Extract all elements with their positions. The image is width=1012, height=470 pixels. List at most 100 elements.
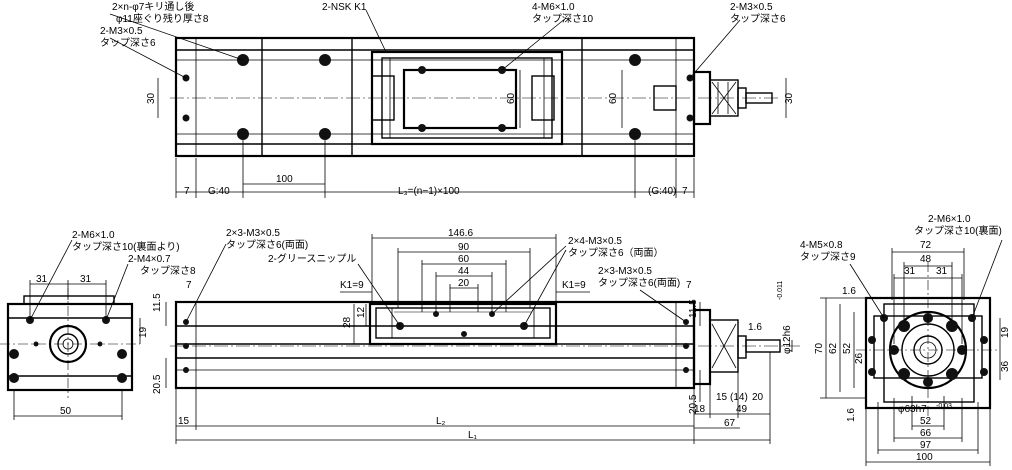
side-dim-7-right: 7 (686, 280, 692, 291)
left-dim-31-a: 31 (36, 274, 48, 285)
right-dim-72: 72 (920, 240, 932, 251)
right-dim-66: 66 (920, 428, 932, 439)
side-dim-115-right: 11.5 (688, 299, 699, 318)
left-note-m4-2: タップ深さ8 (140, 265, 196, 277)
top-note-right-1: 2-M3×0.5 (730, 2, 773, 13)
side-dim-49: 49 (736, 404, 748, 415)
right-dim-52-h: 52 (920, 416, 932, 427)
side-dim-90: 90 (458, 242, 470, 253)
side-dim-l2: L₂ (436, 416, 446, 427)
bolt-hole (957, 345, 967, 355)
side-note-m3-1: 2×3-M3×0.5 (226, 228, 280, 239)
side-dim-20b: 20 (752, 392, 764, 403)
side-dim-15-left: 15 (178, 416, 190, 427)
bolt-hole (237, 128, 249, 140)
left-end-view (0, 239, 141, 420)
right-dim-16-b: 1.6 (846, 408, 857, 422)
left-note-m4-1: 2-M4×0.7 (128, 254, 171, 265)
right-dim-36: 36 (1000, 360, 1011, 372)
side-dim-28: 28 (342, 316, 353, 328)
right-dim-48: 48 (920, 254, 932, 265)
side-dim-16: 1.6 (748, 322, 762, 333)
side-note-m3c-2: タップ深さ6(両面) (598, 277, 680, 289)
side-view (165, 234, 800, 444)
bolt-hole (898, 368, 910, 380)
right-note-m6-2: タップ深さ10(裏面) (914, 224, 1002, 237)
right-dim-52-v: 52 (842, 342, 853, 354)
side-note-m3c-1: 2×3-M3×0.5 (598, 266, 652, 277)
top-dim-30-right: 30 (784, 92, 795, 104)
bolt-hole (923, 377, 933, 387)
right-dim-h7: φ63h7 (898, 404, 927, 415)
side-dim-67: 67 (724, 418, 736, 429)
left-dim-19: 19 (138, 326, 149, 338)
side-dim-12: 12 (356, 306, 367, 318)
bolt-hole (117, 349, 127, 359)
side-carriage (368, 302, 558, 346)
left-end-body (6, 302, 134, 392)
tap-hole (183, 367, 189, 373)
top-note-right-2: タップ深さ6 (730, 13, 786, 25)
tap-hole (980, 368, 988, 376)
left-dim-31-b: 31 (80, 274, 92, 285)
top-note-m6-2: タップ深さ10 (532, 13, 594, 25)
side-dim-l1: L₁ (468, 430, 478, 441)
right-dim-31-a: 31 (904, 266, 916, 277)
bolt-hole (117, 373, 127, 383)
top-dim-30-left: 30 (146, 92, 157, 104)
right-note-m5-1: 4-M5×0.8 (800, 240, 843, 251)
right-dim-70: 70 (814, 342, 825, 354)
top-dim-7-right: 7 (682, 186, 688, 197)
side-dim-44: 44 (458, 266, 470, 277)
top-note-holes-1: 2×n-φ7キリ通し後 (112, 0, 194, 13)
side-note-m3-2: タップ深さ6(両面) (226, 239, 308, 251)
bolt-hole (898, 320, 910, 332)
side-dim-shaft: φ12h6 (782, 325, 793, 354)
right-dim-100: 100 (916, 452, 933, 463)
top-dim-g40-paren: (G:40) (648, 186, 676, 197)
top-dim-60-b: 60 (608, 92, 619, 104)
right-dim-97: 97 (920, 440, 932, 451)
side-dim-k1-left: K1=9 (340, 280, 364, 291)
top-dim-g40: G:40 (208, 186, 230, 197)
right-note-m6-1: 2-M6×1.0 (928, 214, 971, 225)
left-dim-50: 50 (60, 406, 72, 417)
tap-hole (683, 367, 689, 373)
tap-hole (686, 114, 694, 122)
left-note-m6-1: 2-M6×1.0 (72, 230, 115, 241)
tap-hole (183, 343, 189, 349)
top-note-left-2: タップ深さ6 (100, 37, 156, 49)
side-dim-205-left: 20.5 (152, 374, 163, 394)
right-dim-62: 62 (828, 342, 839, 354)
tap-hole (868, 336, 876, 344)
right-dim-16-a: 1.6 (842, 286, 856, 297)
tap-hole (868, 368, 876, 376)
right-note-m5-2: タップ深さ9 (800, 251, 856, 263)
tap-hole (498, 124, 506, 132)
top-dim-l3: L₃=(n−1)×100 (398, 186, 460, 197)
bolt-hole (319, 128, 331, 140)
top-dim-7-left: 7 (184, 186, 190, 197)
right-dim-h7-tol: -0.03 (936, 403, 952, 410)
bolt-hole (9, 373, 19, 383)
bolt-hole (9, 349, 19, 359)
top-dim-100: 100 (276, 174, 293, 185)
top-note-left-1: 2-M3×0.5 (100, 26, 143, 37)
tap-hole (182, 114, 190, 122)
tap-hole (418, 124, 426, 132)
top-note-nsk: 2-NSK K1 (322, 2, 367, 13)
side-dim-14: (14) (730, 392, 748, 403)
top-note-m6-1: 4-M6×1.0 (532, 2, 575, 13)
right-end-view (820, 239, 1003, 466)
top-note-holes-2: φ11座ぐり残り厚さ8 (116, 12, 209, 25)
tap-hole (980, 336, 988, 344)
side-note-grease: 2-グリースニップル (268, 252, 356, 265)
side-dim-115-left: 11.5 (152, 293, 163, 312)
side-note-m3b-2: タップ深さ6（両面） (568, 247, 664, 259)
tap-hole (418, 66, 426, 74)
side-note-m3b-1: 2×4-M3×0.5 (568, 236, 622, 247)
right-dim-31-b: 31 (936, 266, 948, 277)
bolt-hole (629, 54, 641, 66)
right-dim-26: 26 (854, 352, 865, 364)
